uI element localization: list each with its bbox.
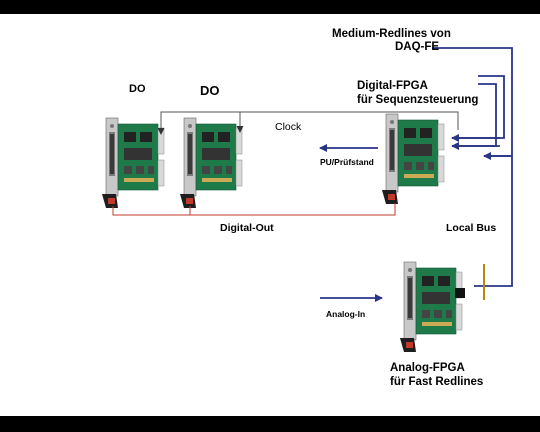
analog-fpga-label-line2: für Fast Redlines xyxy=(390,376,484,388)
analog-in-label: Analog-In xyxy=(326,309,366,319)
medium-redlines-lines xyxy=(432,47,513,160)
analog-fpga-label-line1: Analog-FPGA xyxy=(390,362,465,374)
clock-label: Clock xyxy=(275,121,302,133)
local-bus-line xyxy=(474,156,513,287)
digital-out-line xyxy=(112,203,396,216)
pu-pruefstand-label: PU/Prüfstand xyxy=(320,157,374,167)
digital-out-label: Digital-Out xyxy=(220,222,274,234)
medium-redlines-label-line1: Medium-Redlines von xyxy=(332,28,451,40)
do-label-2: DO xyxy=(200,83,220,98)
medium-redlines-label-line2: DAQ-FE xyxy=(395,41,440,53)
clock-line xyxy=(157,111,459,135)
digital-fpga-label-line1: Digital-FPGA xyxy=(357,80,428,92)
analog-fpga-chip xyxy=(455,288,465,298)
digital-fpga-label-line2: für Sequenzsteuerung xyxy=(357,94,479,106)
local-bus-label: Local Bus xyxy=(446,222,497,234)
do-label-1: DO xyxy=(129,83,146,95)
